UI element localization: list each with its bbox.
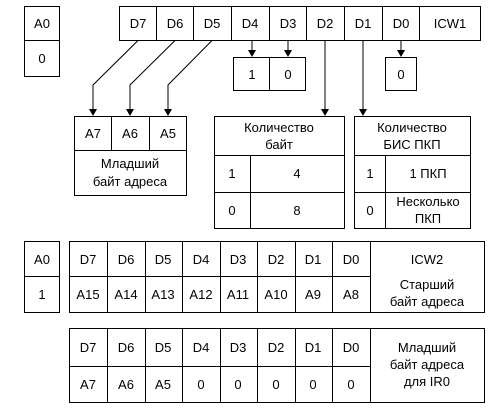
ir0-value-d1: 0 — [309, 377, 316, 392]
icw2-value-a11: A11 — [227, 287, 249, 302]
icw2-bit-d3: D3 — [230, 252, 247, 267]
icw1-d3-value: 0 — [284, 67, 291, 82]
ir0-value-d2: 0 — [272, 377, 279, 392]
icw2-caption-2: байт адреса — [390, 294, 465, 309]
arrow-d2 — [321, 109, 329, 116]
icw2-bit-d6: D6 — [118, 252, 135, 267]
ir0-bit-d6: D6 — [118, 340, 135, 355]
connector-arrows — [89, 40, 405, 116]
icw2-register: D7 D6 D5 D4 D3 D2 D1 D0 A15 A14 A13 A12 … — [69, 241, 485, 313]
ir0-bit-d1: D1 — [305, 340, 322, 355]
chip-count-row1-key: 1 — [366, 166, 373, 181]
ir0-bit-d4: D4 — [193, 340, 210, 355]
icw2-a0-header: A0 — [34, 252, 50, 267]
icw1-d0-value: 0 — [397, 67, 404, 82]
icw1-bit-d6: D6 — [167, 16, 184, 31]
ir0-caption-1: Младший — [398, 340, 456, 355]
icw2-a0-box: A0 1 — [24, 241, 60, 313]
icw1-bit-d5: D5 — [204, 16, 221, 31]
icw2-value-a14: A14 — [114, 287, 137, 302]
chip-count-table: Количество БИС ПКП 1 1 ПКП 0 Несколько П… — [354, 116, 471, 229]
byte-count-row1-value: 4 — [293, 166, 300, 181]
ir0-value-d3: 0 — [234, 377, 241, 392]
ir0-bit-d5: D5 — [155, 340, 172, 355]
chip-count-row2-value-2: ПКП — [415, 211, 441, 226]
arrow-d5 — [164, 109, 172, 116]
icw2-value-a13: A13 — [151, 287, 174, 302]
ir0-caption-2: байт адреса — [390, 357, 465, 372]
arrow-d1 — [359, 109, 367, 116]
ir0-bit-d7: D7 — [80, 340, 97, 355]
icw1-bit-d1: D1 — [355, 16, 372, 31]
icw1-register: D7 D6 D5 D4 D3 D2 D1 D0 ICW1 — [119, 6, 481, 41]
ir0-value-a7: A7 — [80, 377, 96, 392]
ir0-value-d4: 0 — [197, 377, 204, 392]
chip-count-title-1: Количество — [377, 120, 447, 135]
icw1-bit-d4: D4 — [242, 16, 259, 31]
icw2-value-a10: A10 — [264, 287, 287, 302]
ir0-value-a6: A6 — [118, 377, 134, 392]
low-address-a7: A7 — [85, 126, 101, 141]
arrow-d3 — [284, 50, 292, 57]
byte-count-row2-key: 0 — [228, 203, 235, 218]
low-address-a6: A6 — [122, 126, 138, 141]
arrow-d6 — [126, 109, 134, 116]
chip-count-title-2: БИС ПКП — [383, 137, 440, 152]
icw1-d0-value-box: 0 — [385, 57, 417, 91]
icw2-value-a8: A8 — [343, 287, 359, 302]
icw1-bit-d3: D3 — [280, 16, 297, 31]
byte-count-title-1: Количество — [244, 120, 314, 135]
icw2-a0-value: 1 — [38, 287, 45, 302]
low-address-a5: A5 — [160, 126, 176, 141]
low-address-box: A7 A6 A5 Младший байт адреса — [74, 116, 187, 196]
icw2-bit-d0: D0 — [343, 252, 360, 267]
icw2-name: ICW2 — [411, 252, 444, 267]
icw1-a0-box: A0 0 — [24, 6, 60, 77]
chip-count-row1-value: 1 ПКП — [409, 166, 446, 181]
icw2-value-a15: A15 — [76, 287, 99, 302]
arrow-d7 — [89, 109, 97, 116]
icw2-bit-d2: D2 — [268, 252, 285, 267]
ir0-value-d0: 0 — [347, 377, 354, 392]
icw1-bit-d2: D2 — [317, 16, 334, 31]
chip-count-row2-key: 0 — [366, 203, 373, 218]
byte-count-title-2: байт — [265, 137, 293, 152]
icw2-value-a9: A9 — [305, 287, 321, 302]
icw1-a0-header: A0 — [34, 16, 50, 31]
arrow-d4 — [248, 50, 256, 57]
icw2-caption-1: Старший — [400, 277, 455, 292]
low-address-caption-2: байт адреса — [93, 174, 168, 189]
byte-count-row2-value: 8 — [293, 203, 300, 218]
icw1-bit-d7: D7 — [130, 16, 147, 31]
icw2-bit-d5: D5 — [155, 252, 172, 267]
ir0-bit-d3: D3 — [230, 340, 247, 355]
icw1-name: ICW1 — [434, 16, 467, 31]
ir0-caption-3: для IR0 — [404, 374, 450, 389]
ir0-value-a5: A5 — [155, 377, 171, 392]
icw2-bit-d7: D7 — [80, 252, 97, 267]
icw1-d4-d3-values: 1 0 — [233, 57, 306, 91]
low-address-caption-1: Младший — [101, 156, 159, 171]
chip-count-row2-value-1: Несколько — [396, 194, 459, 209]
byte-count-table: Количество байт 1 4 0 8 — [214, 116, 345, 229]
icw1-a0-value: 0 — [38, 51, 45, 66]
ir0-bit-d0: D0 — [343, 340, 360, 355]
icw1-d4-value: 1 — [248, 67, 255, 82]
byte-count-row1-key: 1 — [228, 166, 235, 181]
icw2-bit-d4: D4 — [193, 252, 210, 267]
ir0-register: D7 D6 D5 D4 D3 D2 D1 D0 A7 A6 A5 0 0 0 0… — [69, 328, 485, 403]
icw2-bit-d1: D1 — [305, 252, 322, 267]
arrow-d0 — [397, 50, 405, 57]
icw1-bit-d0: D0 — [393, 16, 410, 31]
icw2-value-a12: A12 — [189, 287, 212, 302]
ir0-bit-d2: D2 — [268, 340, 285, 355]
